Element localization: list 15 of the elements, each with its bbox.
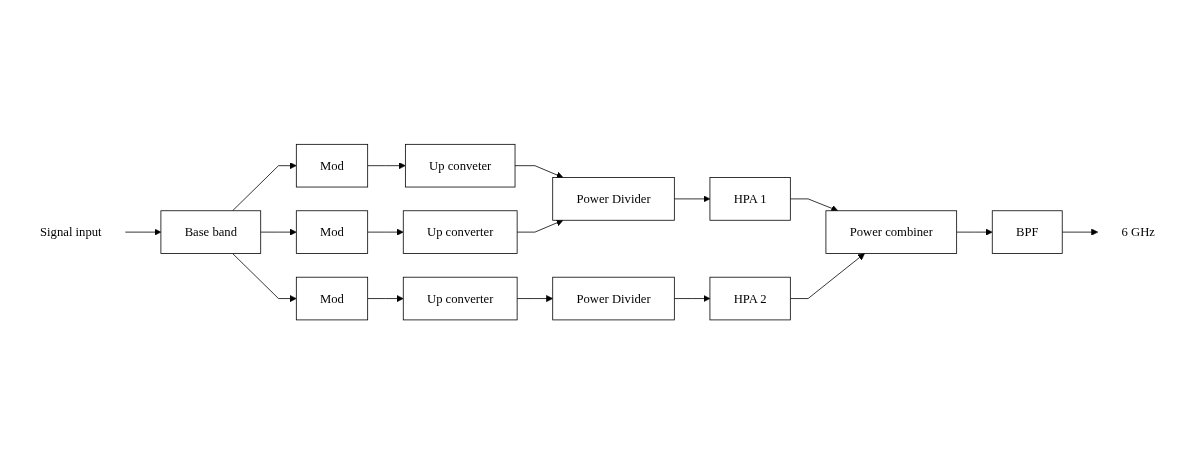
node-text: 6 GHz	[1121, 225, 1155, 239]
node-box: Up converter	[402, 210, 518, 255]
node-box: Up conveter	[404, 144, 516, 188]
node-box: Mod	[295, 277, 369, 321]
node-box: Power Divider	[552, 177, 675, 222]
node-box: BPF	[991, 210, 1063, 255]
node-box: Power Divider	[552, 277, 675, 321]
node-box: Mod	[295, 210, 369, 255]
node-text: Signal input	[40, 225, 102, 239]
node-box: Base band	[160, 210, 262, 255]
node-box: Up converter	[402, 277, 518, 321]
node-box: HPA 2	[709, 277, 791, 321]
node-box: Power combiner	[825, 210, 958, 255]
node-box: HPA 1	[709, 177, 791, 222]
node-box: Mod	[295, 144, 369, 188]
